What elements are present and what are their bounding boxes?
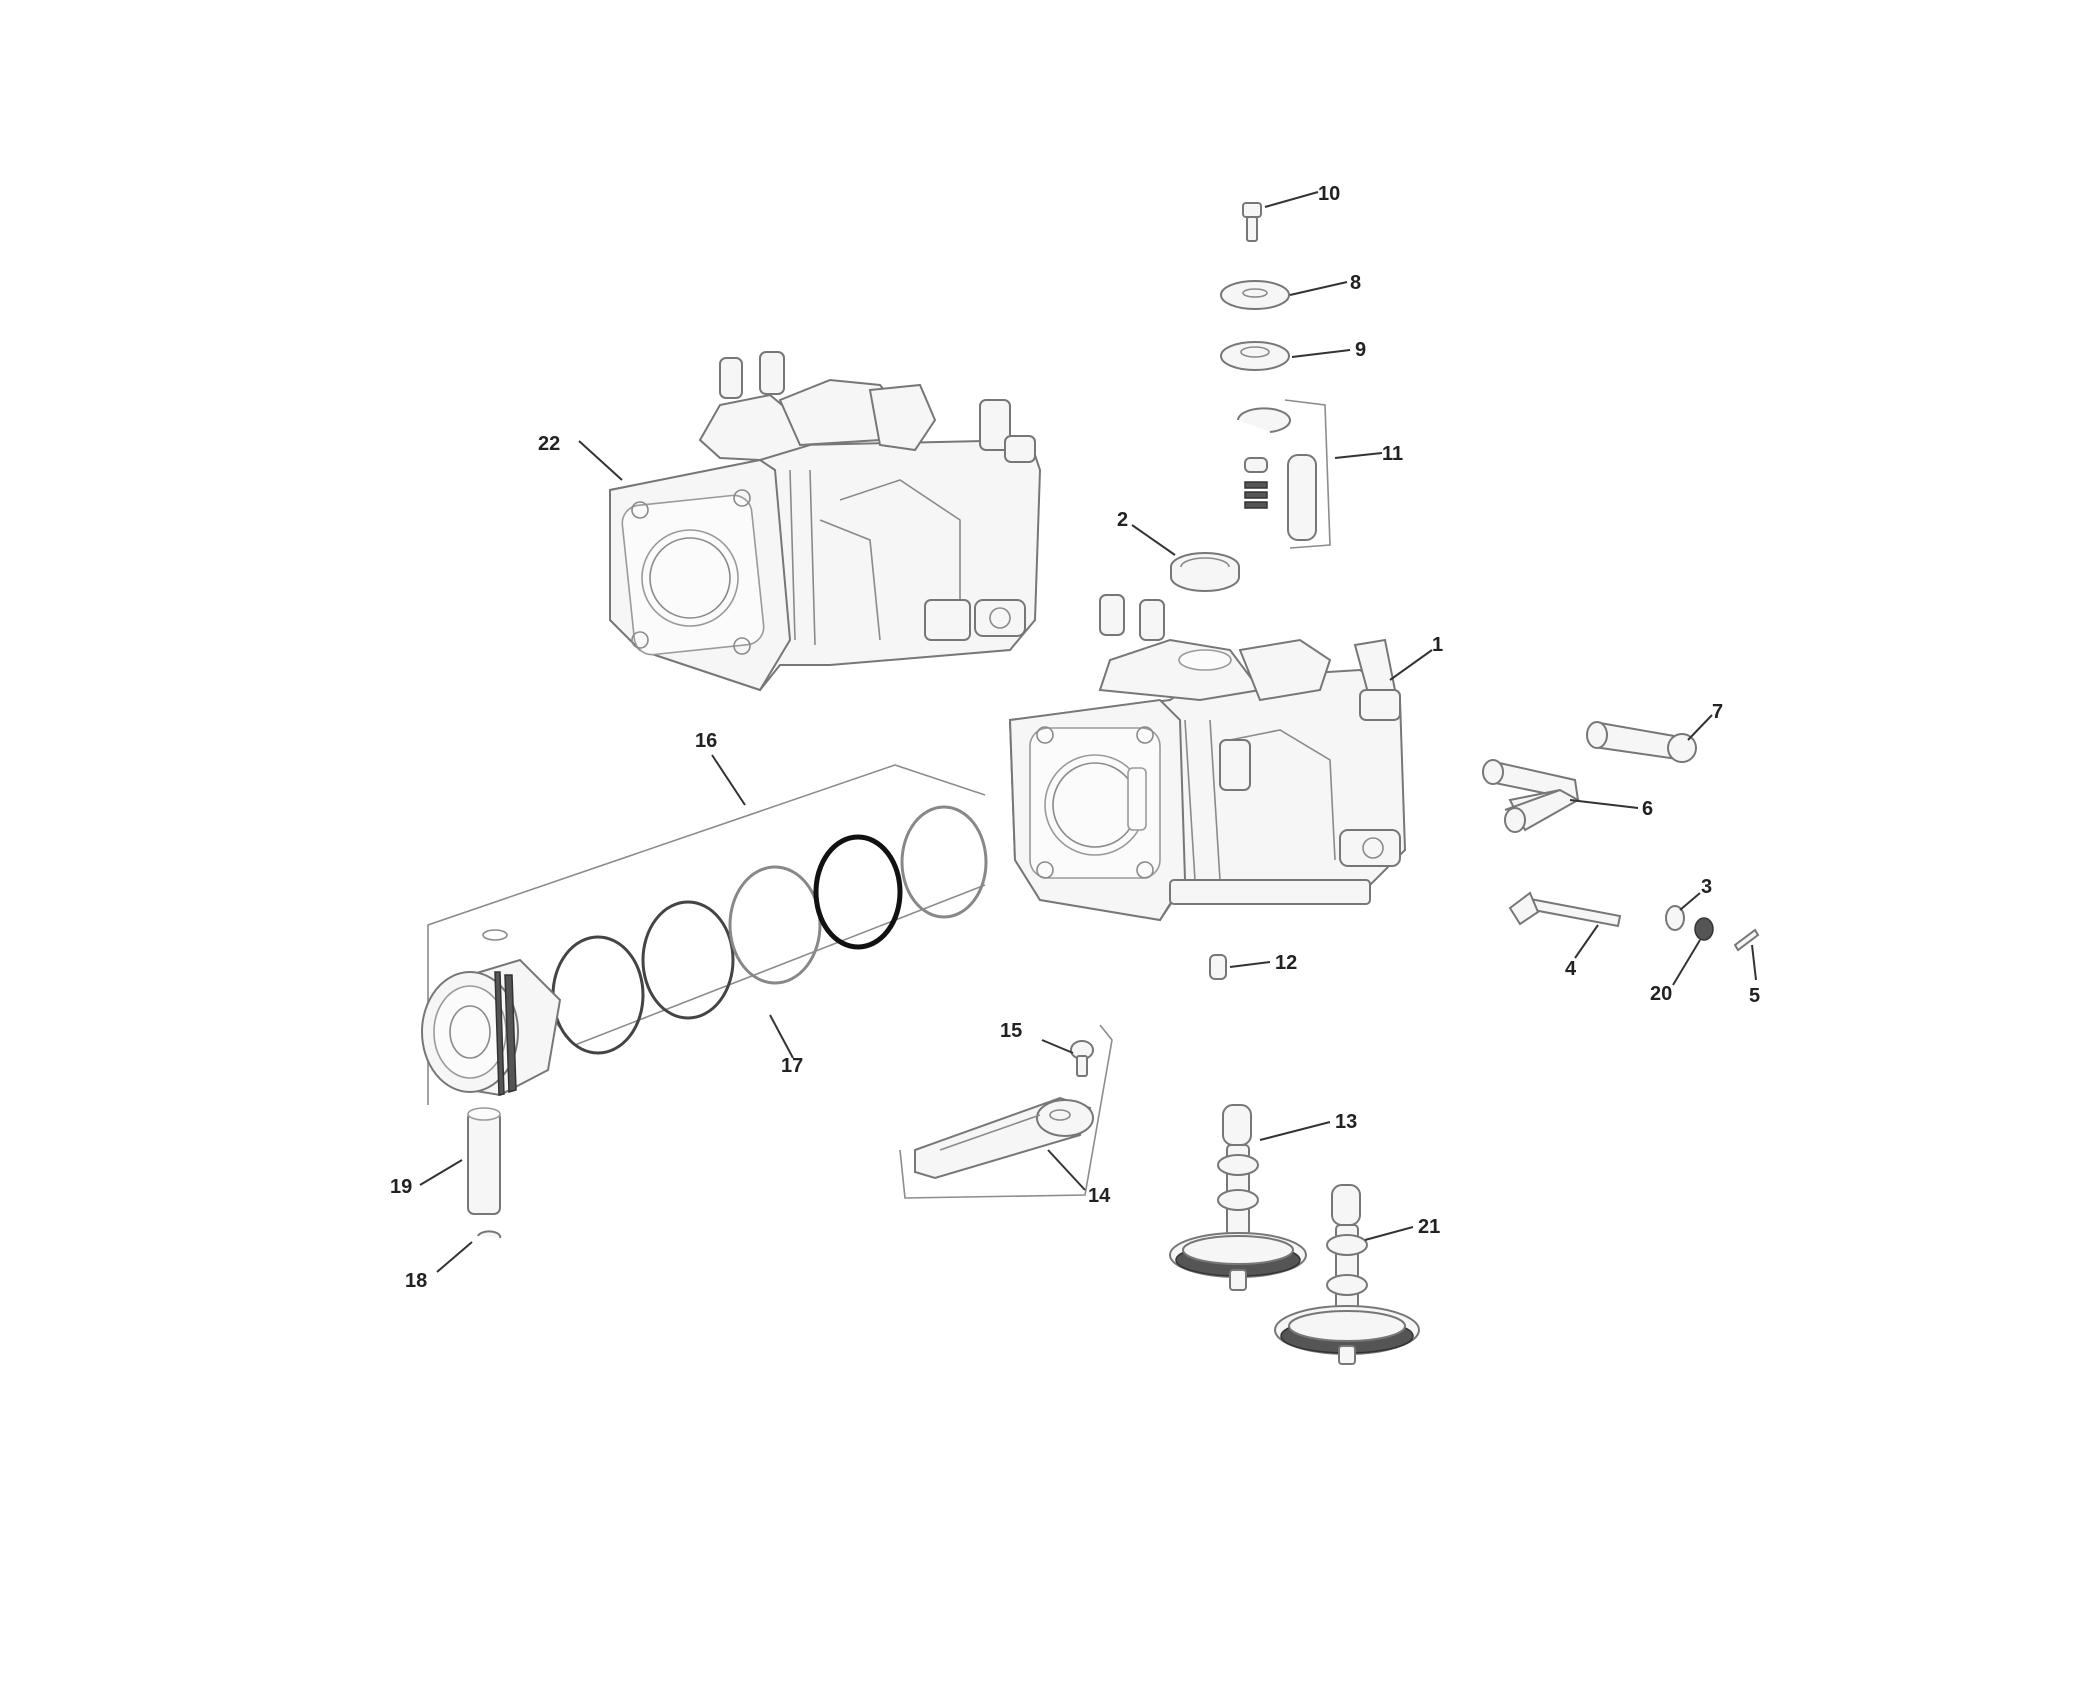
callout-16: 16 <box>695 730 717 752</box>
part-12-dowel <box>1209 954 1227 980</box>
part-15-bolt <box>1070 1040 1094 1077</box>
part-20-nut <box>1694 917 1714 941</box>
leader-lines <box>419 191 1757 1273</box>
callout-13: 13 <box>1335 1111 1357 1133</box>
ring-4 <box>813 834 903 950</box>
part-22-engine-block <box>609 351 1042 692</box>
part-6-tube <box>1482 759 1581 833</box>
callout-10: 10 <box>1318 183 1340 205</box>
callout-5: 5 <box>1749 985 1760 1007</box>
callout-3: 3 <box>1701 876 1712 898</box>
part-19-wrist-pin <box>467 1107 501 1215</box>
callout-1: 1 <box>1432 634 1443 656</box>
callout-17: 17 <box>781 1055 803 1077</box>
part-3-washer <box>1665 905 1685 931</box>
part-4-rod <box>1508 891 1622 928</box>
part-2-seal <box>1170 552 1240 592</box>
callout-22: 22 <box>538 433 560 455</box>
part-11-spring-kit <box>1237 399 1331 549</box>
part-10-screw <box>1242 202 1262 242</box>
callout-15: 15 <box>1000 1020 1022 1042</box>
ring-5 <box>900 805 988 919</box>
part-13-camshaft <box>1169 1104 1307 1291</box>
part-14-connecting-rod <box>899 1024 1113 1199</box>
ring-3 <box>728 865 822 985</box>
callout-6: 6 <box>1642 798 1653 820</box>
callout-18: 18 <box>405 1270 427 1292</box>
callout-14: 14 <box>1088 1185 1111 1207</box>
callout-labels: 1 2 3 4 5 6 7 8 9 10 11 12 13 14 15 16 1… <box>390 183 1760 1292</box>
part-7-tube <box>1586 721 1697 763</box>
piston <box>421 929 562 1097</box>
part-1-engine-block <box>1008 594 1407 922</box>
part-9-plate <box>1220 341 1290 371</box>
callout-7: 7 <box>1712 701 1723 723</box>
callout-2: 2 <box>1117 509 1128 531</box>
callout-19: 19 <box>390 1176 412 1198</box>
callout-21: 21 <box>1418 1216 1440 1238</box>
ring-2 <box>641 900 735 1020</box>
part-18-clip <box>477 1230 502 1239</box>
callout-8: 8 <box>1350 272 1361 294</box>
callout-4: 4 <box>1565 958 1577 980</box>
part-21-camshaft <box>1274 1184 1420 1365</box>
callout-12: 12 <box>1275 952 1297 974</box>
part-5-pin <box>1733 928 1760 952</box>
part-8-plate <box>1220 280 1290 310</box>
callout-20: 20 <box>1650 983 1672 1005</box>
callout-9: 9 <box>1355 339 1366 361</box>
callout-11: 11 <box>1382 443 1403 465</box>
